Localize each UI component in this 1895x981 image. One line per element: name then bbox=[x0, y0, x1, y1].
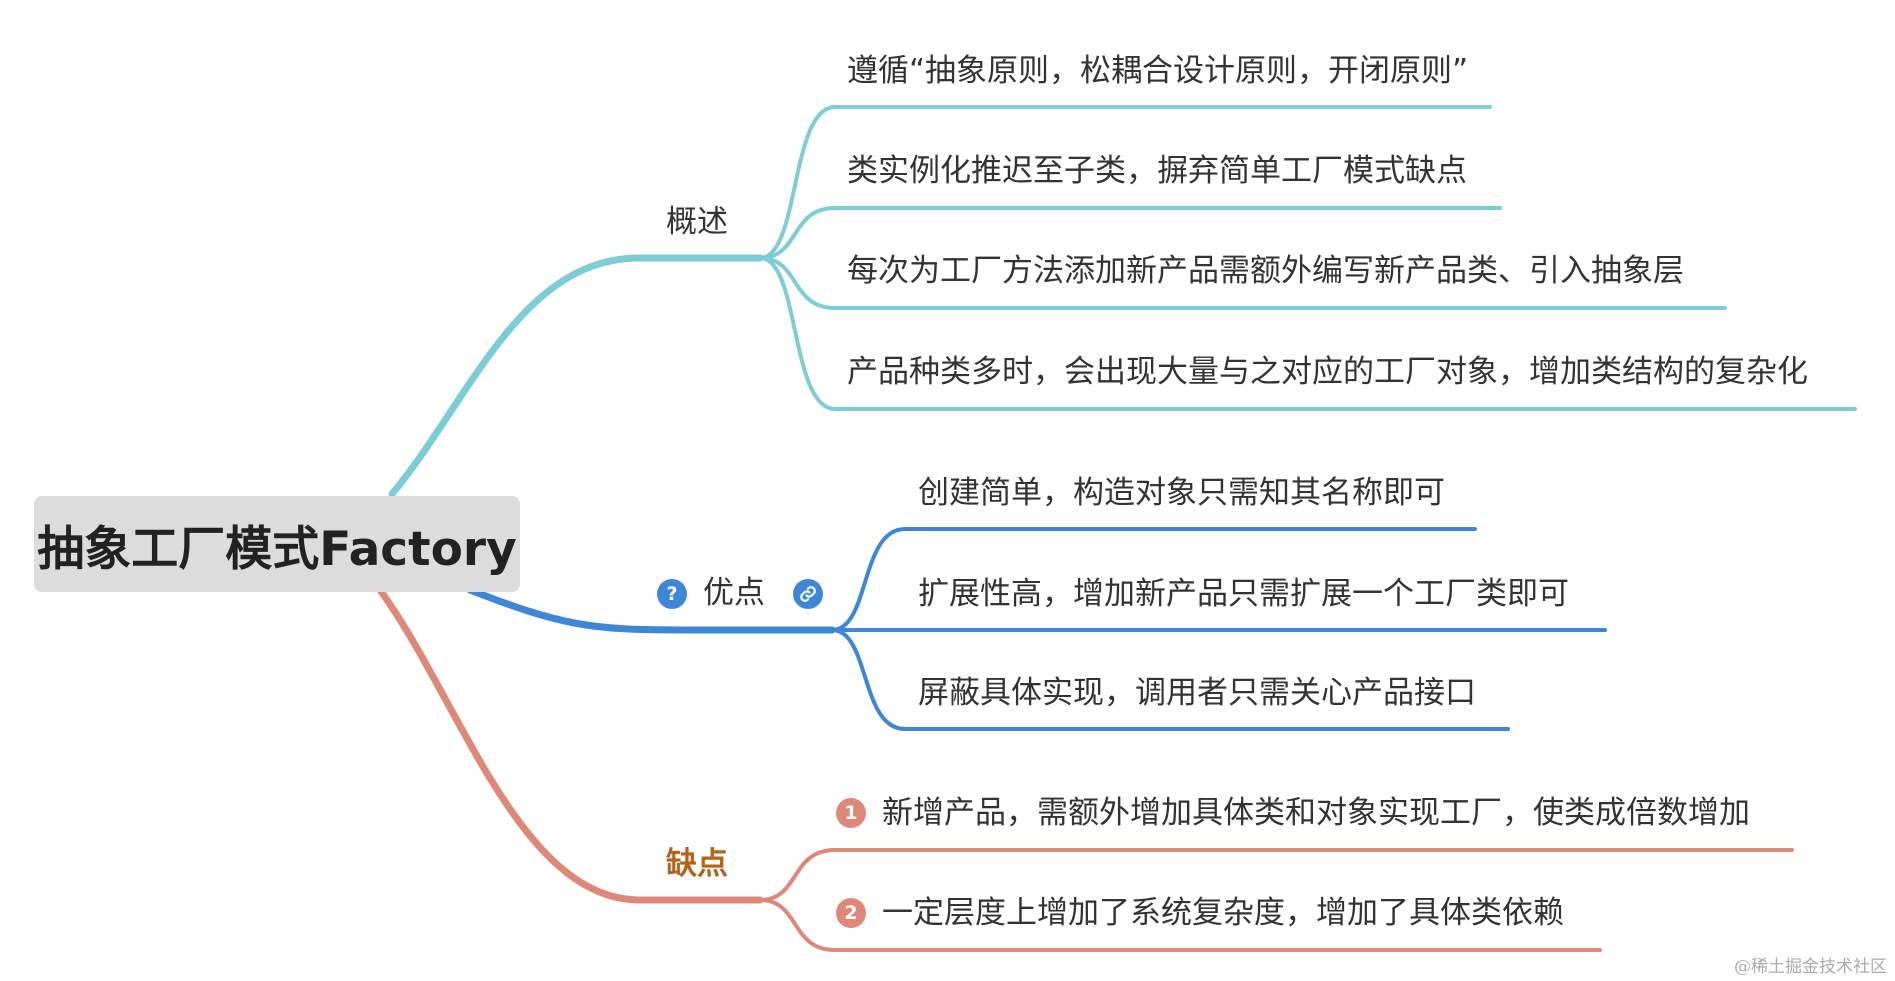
connector-cons-item-2 bbox=[758, 898, 1602, 952]
branch-overview-label[interactable]: 概述 bbox=[666, 204, 728, 240]
overview-item-2[interactable]: 类实例化推迟至子类，摒弃简单工厂模式缺点 bbox=[847, 153, 1467, 189]
overview-item-1[interactable]: 遵循“抽象原则，松耦合设计原则，开闭原则” bbox=[847, 53, 1469, 89]
number-2-icon: 2 bbox=[836, 898, 866, 928]
watermark: @稀土掘金技术社区 bbox=[1734, 957, 1887, 977]
connector-overview-item-3 bbox=[758, 256, 1727, 310]
connector-cons-item-1 bbox=[758, 848, 1794, 902]
connector-root-overview bbox=[388, 254, 764, 498]
overview-item-4[interactable]: 产品种类多时，会出现大量与之对应的工厂对象，增加类结构的复杂化 bbox=[847, 354, 1808, 390]
branch-pros-label[interactable]: 优点 bbox=[703, 575, 765, 611]
pros-item-1[interactable]: 创建简单，构造对象只需知其名称即可 bbox=[918, 475, 1445, 511]
connector-pros-item-3 bbox=[830, 628, 1510, 731]
pros-item-2[interactable]: 扩展性高，增加新产品只需扩展一个工厂类即可 bbox=[918, 576, 1569, 612]
question-icon[interactable]: ? bbox=[657, 579, 687, 609]
cons-item-2[interactable]: 一定层度上增加了系统复杂度，增加了具体类依赖 bbox=[882, 895, 1564, 931]
connector-overview-item-1 bbox=[758, 105, 1492, 260]
connector-overview-item-2 bbox=[758, 206, 1502, 260]
link-icon[interactable] bbox=[793, 579, 823, 609]
number-1-icon: 1 bbox=[836, 798, 866, 828]
root-node[interactable]: 抽象工厂模式Factory bbox=[34, 496, 520, 592]
connector-root-cons bbox=[376, 586, 764, 904]
pros-item-3[interactable]: 屏蔽具体实现，调用者只需关心产品接口 bbox=[918, 675, 1476, 711]
connector-root-pros bbox=[466, 586, 836, 634]
cons-item-1[interactable]: 新增产品，需额外增加具体类和对象实现工厂，使类成倍数增加 bbox=[882, 795, 1750, 831]
branch-cons-label[interactable]: 缺点 bbox=[666, 846, 728, 882]
connector-pros-item-1 bbox=[830, 527, 1477, 632]
connector-overview-item-4 bbox=[758, 256, 1857, 411]
overview-item-3[interactable]: 每次为工厂方法添加新产品需额外编写新产品类、引入抽象层 bbox=[847, 253, 1684, 289]
